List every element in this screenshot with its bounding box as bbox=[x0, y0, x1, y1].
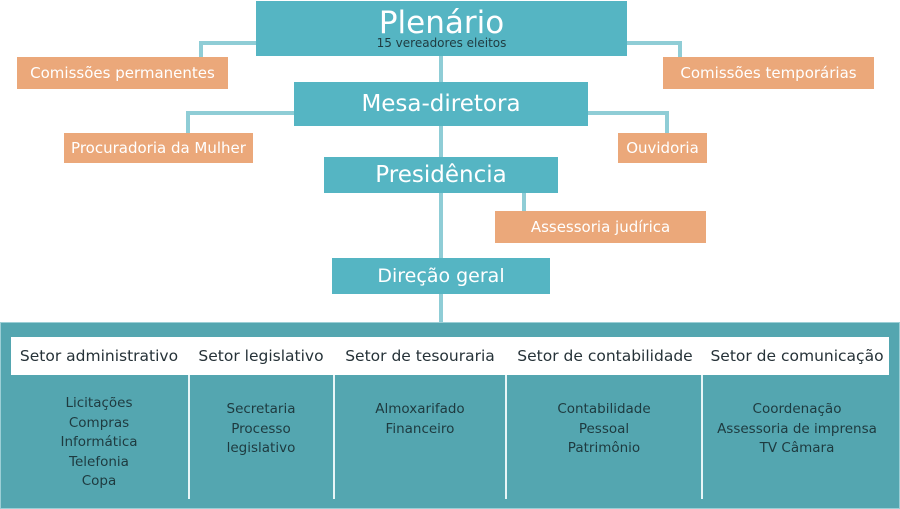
connector-presidencia-direcao bbox=[439, 192, 443, 259]
comissoes-permanentes-box: Comissões permanentes bbox=[17, 57, 228, 89]
list-item: legislativo bbox=[226, 440, 296, 456]
plenario-title: Plenário bbox=[378, 4, 505, 41]
connector-plenario-right-drop bbox=[678, 41, 682, 57]
list-item: Coordenação bbox=[752, 401, 842, 417]
sector-header-administrativo: Setor administrativo bbox=[19, 347, 179, 365]
list-item: Almoxarifado bbox=[375, 401, 465, 417]
connector-mesa-presidencia bbox=[439, 125, 443, 157]
connector-plenario-left bbox=[199, 41, 257, 45]
sector-list-tesouraria: Almoxarifado Financeiro bbox=[335, 400, 505, 439]
sectors-header: Setor administrativo Setor legislativo S… bbox=[11, 337, 889, 375]
comissoes-temporarias-box: Comissões temporárias bbox=[663, 57, 874, 89]
connector-mesa-right-drop bbox=[665, 111, 669, 133]
list-item: TV Câmara bbox=[759, 440, 835, 456]
list-item: Assessoria de imprensa bbox=[717, 420, 877, 437]
connector-plenario-right bbox=[627, 41, 682, 45]
plenario-subtitle: 15 vereadores eleitos bbox=[376, 35, 507, 50]
connector-plenario-left-drop bbox=[199, 41, 203, 57]
assessoria-juridica-box: Assessoria judírica bbox=[495, 211, 706, 243]
sector-header-contabilidade: Setor de contabilidade bbox=[517, 347, 693, 365]
list-item: Telefonia bbox=[69, 453, 129, 470]
connector-mesa-right bbox=[587, 111, 669, 115]
sector-header-tesouraria: Setor de tesouraria bbox=[345, 347, 495, 365]
list-item: Secretaria bbox=[226, 401, 296, 417]
list-item: Informática bbox=[60, 434, 138, 450]
list-item: Financeiro bbox=[385, 420, 455, 437]
plenario-box: Plenário 15 vereadores eleitos bbox=[256, 1, 627, 56]
connector-direcao-setores bbox=[439, 293, 443, 323]
sector-divider bbox=[701, 375, 703, 499]
list-item: Patrimônio bbox=[567, 440, 641, 456]
connector-mesa-left-drop bbox=[186, 111, 190, 133]
sector-divider bbox=[188, 375, 190, 499]
list-item: Contabilidade bbox=[557, 401, 651, 417]
connector-mesa-left bbox=[186, 111, 295, 115]
connector-presidencia-assessoria bbox=[522, 192, 526, 212]
ouvidoria-box: Ouvidoria bbox=[618, 133, 707, 163]
procuradoria-box: Procuradoria da Mulher bbox=[64, 133, 253, 163]
connector-plenario-mesa bbox=[439, 56, 443, 82]
list-item: Pessoal bbox=[578, 420, 630, 437]
list-item: Processo bbox=[231, 420, 291, 437]
sector-divider bbox=[505, 375, 507, 499]
sectors-panel: Setor administrativo Setor legislativo S… bbox=[0, 322, 900, 509]
presidencia-box: Presidência bbox=[324, 157, 558, 193]
sector-header-legislativo: Setor legislativo bbox=[198, 347, 324, 365]
sector-list-comunicacao: Coordenação Assessoria de imprensa TV Câ… bbox=[703, 400, 891, 459]
mesa-diretora-box: Mesa-diretora bbox=[294, 82, 588, 126]
sector-list-contabilidade: Contabilidade Pessoal Patrimônio bbox=[507, 400, 701, 459]
list-item: Compras bbox=[68, 414, 130, 431]
list-item: Copa bbox=[81, 473, 117, 489]
sector-list-legislativo: Secretaria Processo legislativo bbox=[189, 400, 333, 459]
direcao-geral-box: Direção geral bbox=[332, 258, 550, 294]
list-item: Licitações bbox=[65, 395, 133, 411]
sector-list-administrativo: Licitações Compras Informática Telefonia… bbox=[11, 394, 187, 492]
sector-header-comunicacao: Setor de comunicação bbox=[710, 347, 884, 365]
sector-divider bbox=[333, 375, 335, 499]
